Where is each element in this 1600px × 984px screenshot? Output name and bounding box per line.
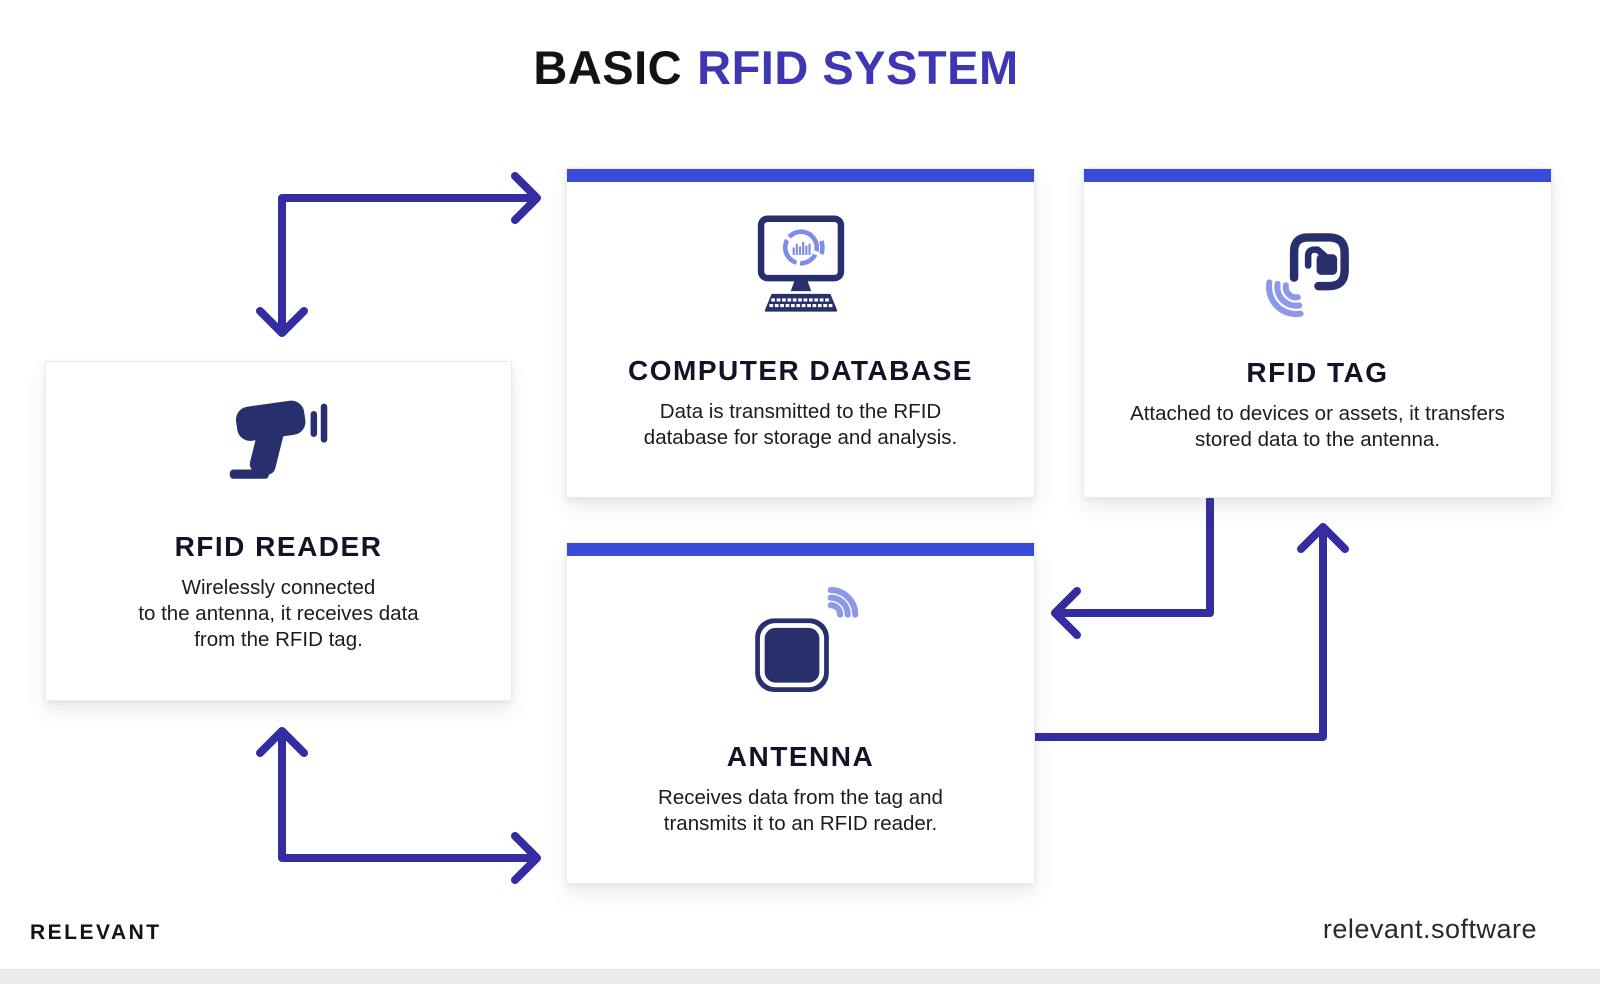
arrow-tag-antenna	[1051, 496, 1214, 639]
card-description-rfid-reader: Wirelessly connected to the antenna, it …	[138, 576, 419, 652]
card-title-rfid-reader: RFID READER	[174, 531, 383, 562]
card-rfid-reader: RFID READER Wirelessly connected to the …	[45, 361, 512, 701]
card-accent-bar	[567, 169, 1034, 182]
arrow-antenna-tag	[1031, 523, 1349, 741]
card-title-rfid-tag: RFID TAG	[1246, 357, 1389, 388]
card-description-antenna: Receives data from the tag and transmits…	[658, 786, 943, 836]
card-description-computer-database: Data is transmitted to the RFID database…	[643, 400, 958, 450]
page-title-prefix: BASIC	[533, 41, 683, 94]
card-title-computer-database: COMPUTER DATABASE	[628, 355, 973, 386]
card-accent-bar	[1084, 169, 1551, 182]
arrow-reader-database	[256, 172, 541, 337]
antenna-icon	[754, 587, 858, 693]
card-description-rfid-tag: Attached to devices or assets, it transf…	[1130, 402, 1505, 452]
rfid-tag-icon	[1266, 233, 1349, 318]
card-computer-database: COMPUTER DATABASE Data is transmitted to…	[566, 168, 1035, 498]
brand-logo: RELEVANT	[30, 921, 162, 944]
page-title: BASIC RFID SYSTEM	[0, 40, 1552, 95]
bottom-edge-strip	[0, 969, 1600, 984]
arrow-reader-antenna	[256, 727, 541, 884]
computer-database-icon	[757, 215, 844, 312]
card-rfid-tag: RFID TAG Attached to devices or assets, …	[1083, 168, 1552, 498]
website-url: relevant.software	[1322, 914, 1537, 944]
rfid-reader-gun-icon	[229, 400, 327, 479]
page-title-highlight: RFID SYSTEM	[697, 41, 1019, 94]
card-antenna: ANTENNA Receives data from the tag and t…	[566, 542, 1035, 884]
card-title-antenna: ANTENNA	[726, 741, 875, 772]
card-accent-bar	[567, 543, 1034, 556]
